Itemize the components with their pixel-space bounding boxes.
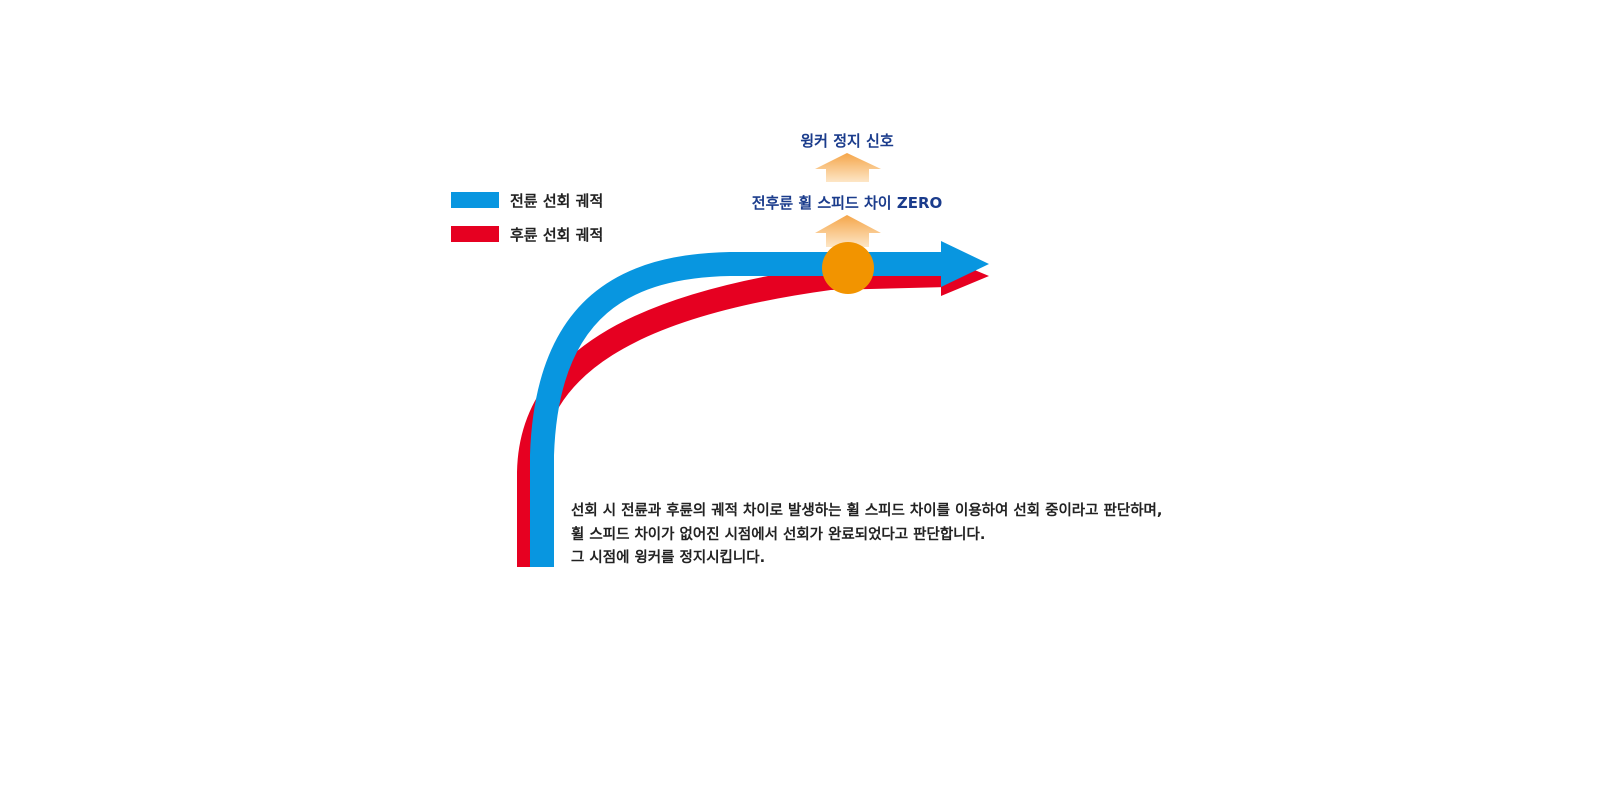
description-line-3: 그 시점에 윙커를 정지시킵니다. xyxy=(571,550,766,566)
description-text: 선회 시 전륜과 후륜의 궤적 차이로 발생하는 휠 스피드 차이를 이용하여 … xyxy=(571,500,1162,571)
legend-item-rear-track: 후륜 선회 궤적 xyxy=(451,222,603,246)
wheel-speed-difference-zero-label: 전후륜 휠 스피드 차이 ZERO xyxy=(751,194,943,212)
legend-swatch-rear-track xyxy=(451,226,499,242)
legend-label-front-track: 전륜 선회 궤적 xyxy=(510,191,604,210)
legend: 전륜 선회 궤적 후륜 선회 궤적 xyxy=(451,188,603,256)
lower-up-arrow-icon xyxy=(815,215,881,247)
winker-stop-signal-label: 윙커 정지 신호 xyxy=(800,132,894,150)
legend-item-front-track: 전륜 선회 궤적 xyxy=(451,188,603,212)
description-line-1: 선회 시 전륜과 후륜의 궤적 차이로 발생하는 휠 스피드 차이를 이용하여 … xyxy=(571,503,1163,519)
description-line-2: 휠 스피드 차이가 없어진 시점에서 선회가 완료되었다고 판단합니다. xyxy=(571,526,986,543)
convergence-point-marker xyxy=(822,242,874,294)
front-track-arrowhead xyxy=(941,241,989,287)
legend-swatch-front-track xyxy=(451,192,499,208)
legend-label-rear-track: 후륜 선회 궤적 xyxy=(510,225,604,244)
upper-up-arrow-icon xyxy=(815,153,881,182)
front-track-path xyxy=(530,252,948,567)
